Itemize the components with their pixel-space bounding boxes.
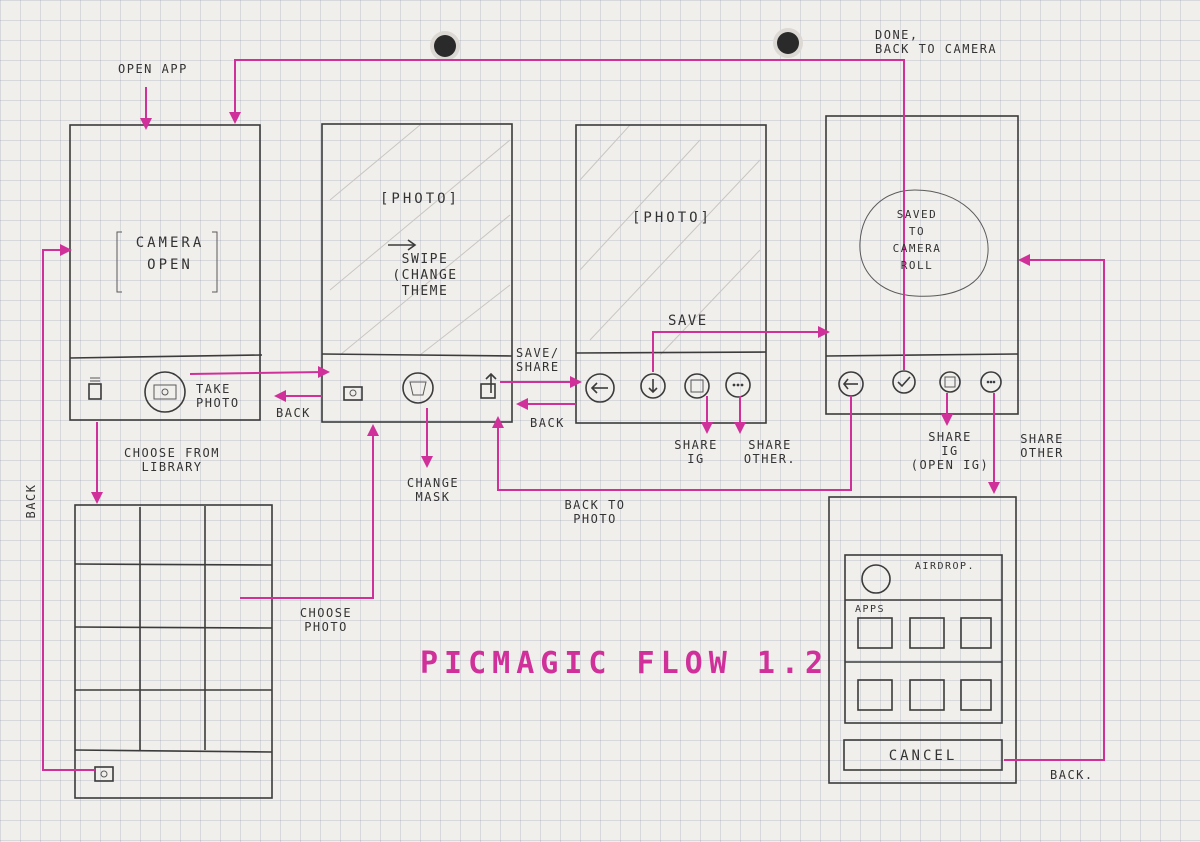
more-icon [980, 371, 1002, 393]
apps-label: APPS [854, 604, 886, 615]
back-share-label: BACK [530, 416, 565, 430]
change-mask-label: CHANGE MASK [406, 476, 460, 504]
screen-library [74, 504, 273, 799]
flow-share-ig-open [941, 393, 953, 426]
choose-photo-label: CHOOSE PHOTO [299, 606, 353, 634]
flow-done-back-to-camera [229, 59, 905, 370]
share-ig-label: SHARE IG [674, 438, 718, 466]
binder-hole [777, 32, 799, 54]
flow-share-ig [701, 396, 713, 434]
flow-cancel-back [1004, 254, 1105, 761]
flow-share-other [734, 396, 746, 434]
shutter-icon [144, 371, 186, 413]
airdrop-label: AIRDROP. [914, 561, 976, 572]
back-bottom-label: BACK. [1050, 768, 1094, 782]
cancel-button[interactable]: CANCEL [888, 748, 958, 764]
flow-open-app [140, 87, 152, 130]
diagram-title: PICMAGIC FLOW 1.2 [420, 646, 830, 681]
back-left-label: BACK [24, 483, 38, 519]
binder-hole [434, 35, 456, 57]
flow-back-edit [274, 390, 322, 402]
more-icon [725, 372, 751, 398]
edit-photo-placeholder: [PHOTO] [379, 191, 460, 207]
share-icon [480, 372, 497, 399]
back-to-photo-label: BACK TO PHOTO [564, 498, 626, 526]
instagram-icon [684, 373, 710, 399]
check-icon [892, 370, 916, 394]
flow-save-share [500, 376, 582, 388]
camera-icon [94, 766, 114, 782]
screen-share-sheet [828, 496, 1017, 784]
flow-choose-library [91, 422, 103, 504]
share-other-label: SHARE OTHER. [743, 438, 797, 466]
save-share-label: SAVE/ SHARE [516, 346, 560, 374]
mask-icon [402, 372, 434, 404]
download-icon [640, 373, 666, 399]
back-edit-label: BACK [276, 406, 311, 420]
open-app-label: OPEN APP [118, 62, 188, 76]
flow-change-mask [421, 408, 433, 468]
left-arrow-icon [838, 371, 864, 397]
camera-icon [343, 386, 363, 401]
choose-library-label: CHOOSE FROM LIBRARY [124, 446, 220, 474]
flow-back-share [516, 398, 576, 410]
save-label: SAVE [668, 313, 708, 329]
flow-back-left [42, 244, 95, 771]
camera-placeholder: CAMERA OPEN [135, 235, 205, 273]
flow-take-photo [189, 366, 330, 378]
flow-save [652, 326, 830, 372]
take-photo-label: TAKE PHOTO [196, 382, 240, 410]
swipe-theme-note: SWIPE (CHANGE THEME [392, 252, 458, 299]
done-back-label: DONE, BACK TO CAMERA [875, 28, 998, 56]
instagram-icon [939, 371, 961, 393]
flow-choose-photo [240, 424, 379, 599]
left-arrow-icon [585, 373, 615, 403]
library-icon [88, 377, 102, 400]
saved-to-camera-roll-badge: SAVED TO CAMERA ROLL [892, 208, 942, 272]
share-ig-open-label: SHARE IG (OPEN IG) [910, 430, 990, 472]
screen-share [575, 124, 767, 424]
share-other-sheet-label: SHARE OTHER [1020, 432, 1064, 460]
share-photo-placeholder: [PHOTO] [631, 210, 712, 226]
